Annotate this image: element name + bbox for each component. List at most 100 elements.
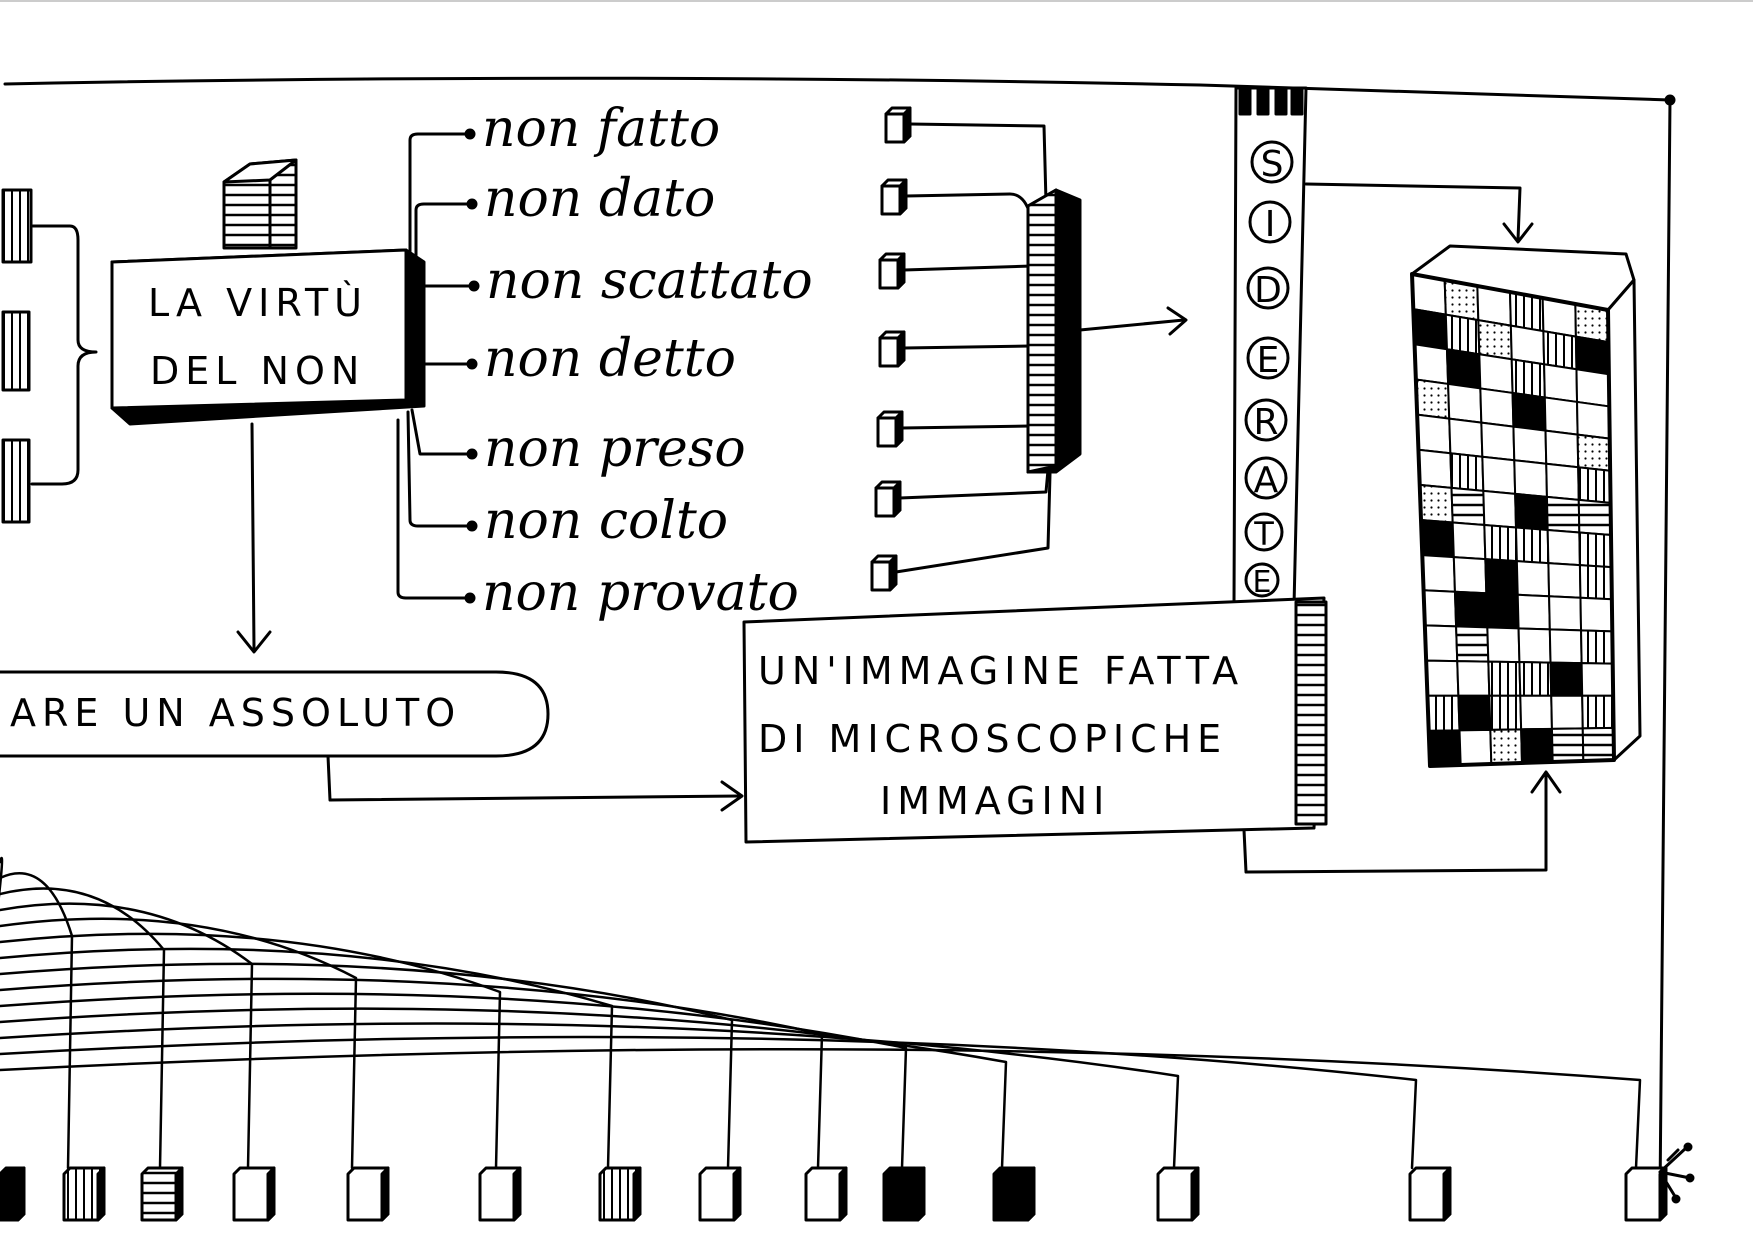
mosaic-cell: [1515, 560, 1551, 598]
mosaic-cell: [1414, 378, 1451, 420]
mosaic-cell: [1545, 462, 1580, 501]
bottom-cube: [804, 1166, 848, 1222]
siderate-letter-6: T: [1253, 515, 1274, 553]
mosaic-cell: [1580, 662, 1615, 697]
mosaic-cell: [1480, 421, 1516, 462]
mosaic-block: [1410, 244, 1642, 768]
branch-labels: non fatto non dato non scattato non dett…: [482, 99, 813, 623]
mosaic-cell: [1445, 348, 1482, 390]
mosaic-cell: [1510, 358, 1546, 399]
mosaic-cell: [1513, 459, 1548, 498]
assoluto-pill: ARE UN ASSOLUTO: [0, 670, 550, 758]
mosaic-cell: [1511, 391, 1547, 432]
mosaic-cell: [1544, 429, 1580, 469]
fan-line: [0, 1022, 1180, 1170]
down-arrow-line: [250, 422, 256, 650]
mosaic-cell: [1453, 590, 1489, 629]
mosaic-cell: [1578, 564, 1613, 601]
assoluto-text: ARE UN ASSOLUTO: [10, 691, 461, 735]
right-vertical-line: [1658, 98, 1672, 1197]
mosaic-cell: [1455, 625, 1490, 663]
mosaic-cell: [1450, 486, 1486, 526]
mosaic-cell: [1547, 562, 1582, 599]
branch-label-non-provato: non provato: [482, 563, 799, 623]
mosaic-cell: [1575, 368, 1611, 408]
column-arrow-head: [1166, 306, 1188, 336]
bottom-cube: [478, 1166, 522, 1222]
siderate-letter-7: E: [1253, 565, 1272, 600]
siderate-letter-4: R: [1253, 402, 1278, 443]
fan-line: [0, 872, 74, 1170]
mosaic-cell: [1574, 335, 1610, 376]
bottom-cube: [346, 1166, 390, 1222]
mosaic-cell: [1581, 726, 1615, 762]
main-box-stack-block: [222, 158, 298, 250]
mosaic-cell: [1416, 413, 1452, 455]
mosaic-cell: [1452, 556, 1488, 595]
fan-line: [0, 1035, 1418, 1170]
mosaic-cell: [1579, 596, 1614, 633]
fan-line: [0, 902, 254, 1170]
mosaic-cell: [1516, 593, 1551, 631]
left-bars: [1, 188, 33, 524]
main-box: LA VIRTÙ DEL NON: [110, 248, 426, 426]
siderate-column: S I D E R A T E: [1232, 86, 1308, 608]
mosaic-cell: [1426, 694, 1461, 732]
pill-to-box-line: [326, 754, 742, 802]
fan-line: [0, 992, 908, 1170]
mosaic-cell: [1482, 489, 1517, 529]
mosaic-cell: [1418, 483, 1454, 524]
fan-line: [0, 917, 358, 1170]
fan-line: [0, 932, 502, 1170]
main-box-line2: DEL NON: [150, 349, 365, 393]
box-to-mosaic-line: [1242, 774, 1548, 874]
mosaic-cell: [1578, 531, 1613, 569]
bottom-cube: [1624, 1166, 1668, 1222]
mosaic-cell: [1546, 529, 1581, 567]
mosaic-cell: [1545, 495, 1581, 534]
main-box-line1: LA VIRTÙ: [148, 281, 368, 325]
mosaic-cell: [1519, 694, 1553, 731]
mosaic-cell: [1413, 343, 1450, 385]
bottom-cube: [882, 1166, 926, 1222]
mosaic-cell: [1548, 628, 1583, 665]
mosaic-cell: [1422, 589, 1458, 628]
mosaic-cell: [1483, 524, 1518, 563]
mosaic-cell: [1518, 661, 1553, 697]
siderate-letter-3: E: [1257, 340, 1280, 381]
mosaic-cell: [1421, 554, 1456, 593]
column-arrow-line: [1078, 318, 1186, 332]
immagine-line3: IMMAGINI: [880, 779, 1110, 823]
mosaic-cell: [1543, 396, 1579, 436]
mosaic-cell: [1486, 626, 1521, 664]
mosaic-cell: [1488, 694, 1523, 731]
mosaic-cell: [1417, 448, 1453, 489]
top-connector-line: [3, 76, 1672, 102]
fan-line: [0, 1048, 1642, 1170]
branch-label-non-dato: non dato: [484, 169, 715, 229]
mosaic-cell: [1512, 425, 1548, 465]
mosaic-cell: [1427, 729, 1462, 767]
mosaic-cell: [1412, 308, 1448, 351]
siderate-to-mosaic-line: [1304, 182, 1522, 242]
bottom-cube: [232, 1166, 276, 1222]
fan-line: [0, 887, 166, 1170]
cube-connectors: [894, 122, 1052, 574]
branch-label-non-scattato: non scattato: [486, 251, 813, 311]
mosaic-cell: [1423, 624, 1459, 663]
mosaic-cell: [1520, 727, 1554, 764]
fan-line: [0, 856, 4, 899]
immagine-line1: UN'IMMAGINE FATTA: [758, 649, 1244, 693]
mosaic-cell: [1451, 521, 1487, 561]
mosaic-cell: [1478, 353, 1514, 394]
mosaic-cell: [1577, 466, 1612, 504]
mosaic-cell: [1517, 627, 1552, 664]
mosaic-cell: [1489, 728, 1523, 765]
mosaic-cell: [1444, 313, 1481, 356]
bottom-cube: [62, 1166, 106, 1222]
small-cubes: [870, 106, 912, 592]
mosaic-cell: [1456, 660, 1491, 697]
siderate-to-mosaic-arrowhead: [1502, 222, 1534, 244]
